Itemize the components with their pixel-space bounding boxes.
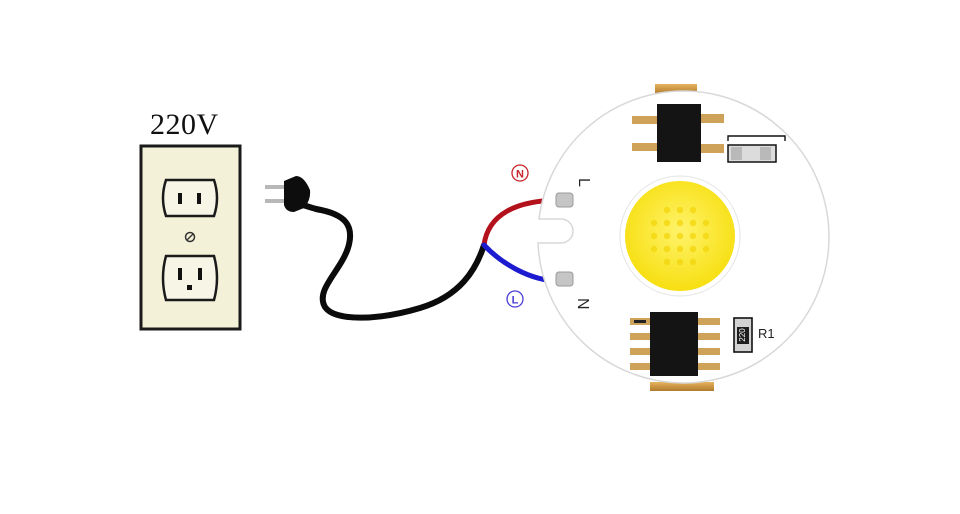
pad-label-bottom: N bbox=[574, 298, 591, 310]
led-dot bbox=[702, 219, 710, 227]
led-dot bbox=[702, 232, 710, 240]
live-marker-label: L bbox=[512, 295, 519, 307]
neutral-marker: N bbox=[511, 164, 529, 182]
led-dot bbox=[676, 206, 684, 214]
bottom-contact-tab bbox=[650, 382, 714, 391]
outlet-socket-bottom bbox=[161, 254, 219, 302]
screw-icon bbox=[184, 231, 196, 243]
voltage-label: 220V bbox=[150, 108, 219, 141]
led-dot bbox=[663, 206, 671, 214]
led-dot bbox=[663, 219, 671, 227]
pad-upper bbox=[555, 192, 574, 208]
led-dot bbox=[663, 245, 671, 253]
led-dot bbox=[689, 232, 697, 240]
wall-outlet bbox=[139, 144, 242, 331]
top-ic-chip bbox=[632, 104, 724, 162]
led-board: L N bbox=[537, 84, 830, 391]
led-dot bbox=[663, 258, 671, 266]
pad-lower bbox=[555, 271, 574, 287]
led-dot bbox=[650, 219, 658, 227]
led-dot bbox=[676, 245, 684, 253]
led-dot bbox=[689, 206, 697, 214]
resistor-value: 220 bbox=[738, 328, 747, 342]
top-contact-tab bbox=[655, 84, 697, 94]
power-cord bbox=[313, 206, 487, 321]
resistor-r1: 220 bbox=[733, 317, 753, 353]
led-dot bbox=[650, 245, 658, 253]
smd-component bbox=[727, 144, 777, 163]
neutral-marker-label: N bbox=[516, 169, 524, 181]
led-dot bbox=[663, 232, 671, 240]
led-dot bbox=[689, 245, 697, 253]
power-plug bbox=[265, 176, 321, 213]
pad-label-top: L bbox=[575, 178, 592, 187]
led-dot bbox=[650, 232, 658, 240]
led-dot bbox=[689, 219, 697, 227]
led-dot bbox=[702, 245, 710, 253]
led-dot bbox=[676, 258, 684, 266]
cob-led-chip bbox=[619, 175, 741, 297]
bottom-ic-chip bbox=[630, 312, 720, 376]
resistor-label: R1 bbox=[758, 326, 775, 341]
live-marker: L bbox=[506, 290, 524, 308]
led-dot bbox=[689, 258, 697, 266]
led-dot bbox=[676, 232, 684, 240]
led-dot bbox=[676, 219, 684, 227]
outlet-socket-top bbox=[161, 178, 219, 218]
